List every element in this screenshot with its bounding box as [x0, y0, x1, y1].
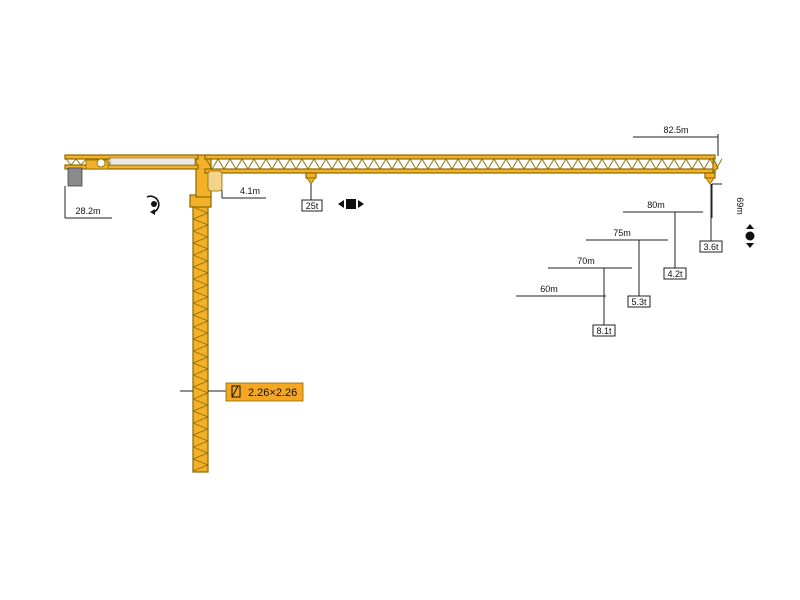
slewing-icon [146, 195, 160, 215]
load-70m-label: 8.1t [596, 326, 612, 336]
tower-mast [189, 154, 212, 473]
mast-section-label: 2.26×2.26 [248, 387, 297, 399]
counter-jib [64, 154, 199, 187]
pivot-offset-label: 4.1m [240, 186, 260, 196]
height-label: 69m [735, 197, 745, 215]
jib-tip [712, 157, 719, 174]
load-75m-label: 5.3t [631, 297, 647, 307]
max-load-hook [305, 172, 317, 200]
operator-cab [207, 170, 223, 192]
radius-60m-label: 60m [540, 284, 558, 294]
max-load-box [301, 199, 323, 212]
load-80m-box [663, 267, 687, 280]
max-load-label: 25t [306, 201, 319, 211]
jib [204, 154, 723, 174]
tip-load-label: 3.6t [703, 242, 719, 252]
tip-load-box [699, 240, 723, 253]
mast-section-icon [231, 385, 241, 398]
jib-length-label: 82.5m [663, 125, 688, 135]
hoist-icon [745, 224, 755, 248]
tip-hook [704, 172, 716, 185]
trolley-travel-icon [338, 199, 364, 209]
radius-70m-label: 70m [577, 256, 595, 266]
radius-75m-label: 75m [613, 228, 631, 238]
counter-jib-label: 28.2m [75, 206, 100, 216]
mast-section-badge: 2.26×2.26 [225, 382, 304, 402]
radius-80m-label: 80m [647, 200, 665, 210]
load-70m-box [592, 324, 616, 337]
load-75m-box [627, 295, 651, 308]
counterweight [67, 167, 83, 187]
walkway [109, 157, 196, 166]
load-80m-label: 4.2t [667, 269, 683, 279]
winch-drum [96, 158, 106, 168]
